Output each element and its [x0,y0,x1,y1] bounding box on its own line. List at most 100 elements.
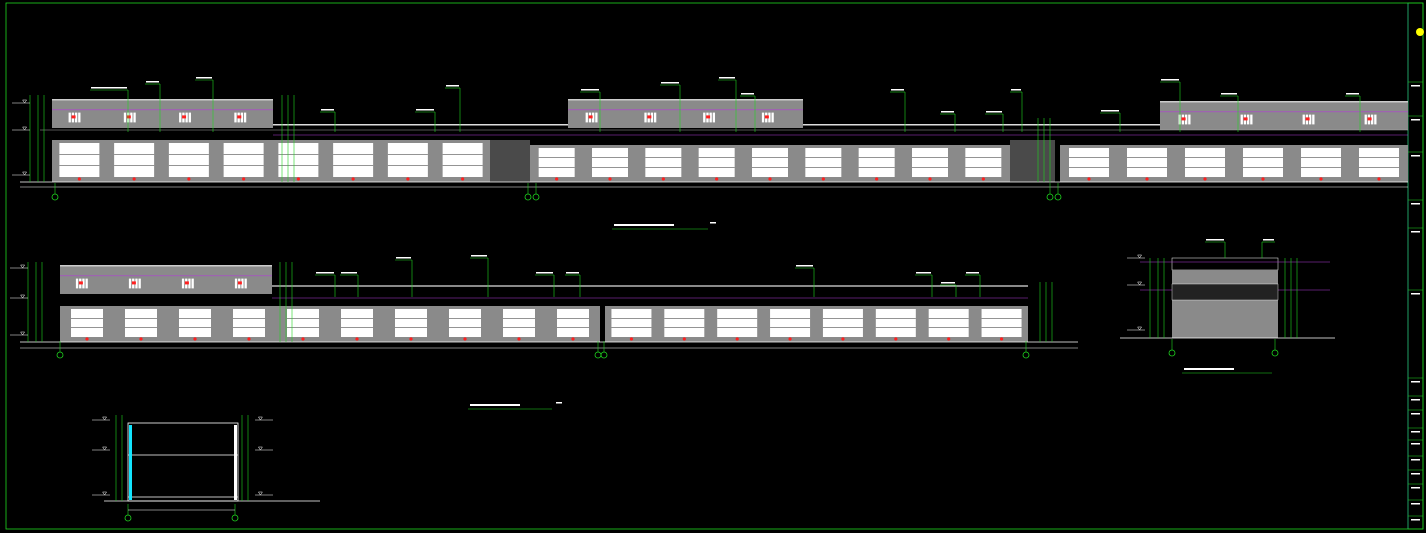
parapet [1160,101,1408,103]
window [449,309,481,337]
title-block-strip [1407,2,1424,530]
red-marker [296,177,300,181]
window [1301,148,1341,177]
grid-bubble [1168,349,1176,357]
section-drawing [92,415,320,522]
title-block-text [1411,443,1420,445]
window [557,309,589,337]
small-window [78,112,81,123]
window [752,148,788,177]
roof-band [1171,257,1279,271]
small-window [241,278,244,289]
red-marker [242,177,246,181]
red-tag [126,115,131,119]
level-triangle [257,416,263,421]
window [395,309,427,337]
small-window [1374,114,1377,125]
level-triangle [257,491,263,496]
window [233,309,265,337]
parapet [568,99,803,101]
window [114,143,155,177]
window [858,148,895,177]
note-text [1101,110,1119,112]
note-text [146,81,159,83]
title-block-text [1411,119,1420,121]
upper-wall [1160,102,1408,130]
upper-wall [1172,270,1278,284]
small-window [595,112,598,123]
small-window [1371,114,1374,125]
window [965,148,1002,177]
red-marker [85,337,89,341]
red-marker [1203,177,1207,181]
red-marker [788,337,792,341]
small-window [585,112,588,123]
small-window [234,112,237,123]
grid-bubble [1054,193,1062,201]
small-window [128,278,132,289]
red-tag [78,281,83,285]
mid-band [1171,283,1279,301]
small-window [82,278,85,289]
title-block-text [1411,519,1420,521]
window [1359,148,1399,177]
grid-bubble [231,514,239,522]
small-window [179,112,182,123]
red-marker [947,337,951,341]
red-marker [768,177,772,181]
section-outline [127,422,239,502]
note-text [1263,239,1274,241]
red-marker [841,337,845,341]
note-text [741,93,754,95]
view-title-text [614,224,674,226]
red-marker [682,337,686,341]
window [278,143,319,177]
small-window [75,278,79,289]
red-marker [1087,177,1091,181]
red-marker [608,177,612,181]
note-text [1206,239,1224,241]
red-marker [555,177,559,181]
red-marker [1261,177,1265,181]
red-tag [764,115,769,119]
red-marker [517,337,521,341]
grid-bubble [600,351,608,359]
note-text [396,257,411,259]
small-window [244,278,247,289]
red-marker [981,177,985,181]
grid-bubble [594,351,602,359]
level-triangle [20,294,26,299]
red-marker [139,337,143,341]
red-tag [182,115,187,119]
red-marker [132,177,136,181]
small-window [138,278,141,289]
small-window [123,112,127,123]
small-window [188,112,191,123]
small-window [191,278,194,289]
title-block-text [1411,155,1420,157]
level-triangle [22,171,28,176]
scale-text [710,222,716,224]
note-text [416,109,434,111]
red-tag [1367,117,1372,121]
grid-bubble [524,193,532,201]
small-window [135,278,138,289]
red-marker [463,337,467,341]
note-text [91,87,127,89]
small-window [1364,114,1367,125]
canopy [803,124,1160,126]
grid-bubble [51,193,59,201]
small-window [234,278,238,289]
elevation-side [1120,239,1335,374]
window [59,143,100,177]
title-block-text [1411,203,1420,205]
note-text [581,89,599,91]
grid-bubble [532,193,540,201]
window [822,309,863,337]
compass-symbol [1416,28,1424,36]
small-window [761,112,765,123]
level-triangle [102,416,108,421]
red-marker [409,337,413,341]
red-marker [406,177,410,181]
